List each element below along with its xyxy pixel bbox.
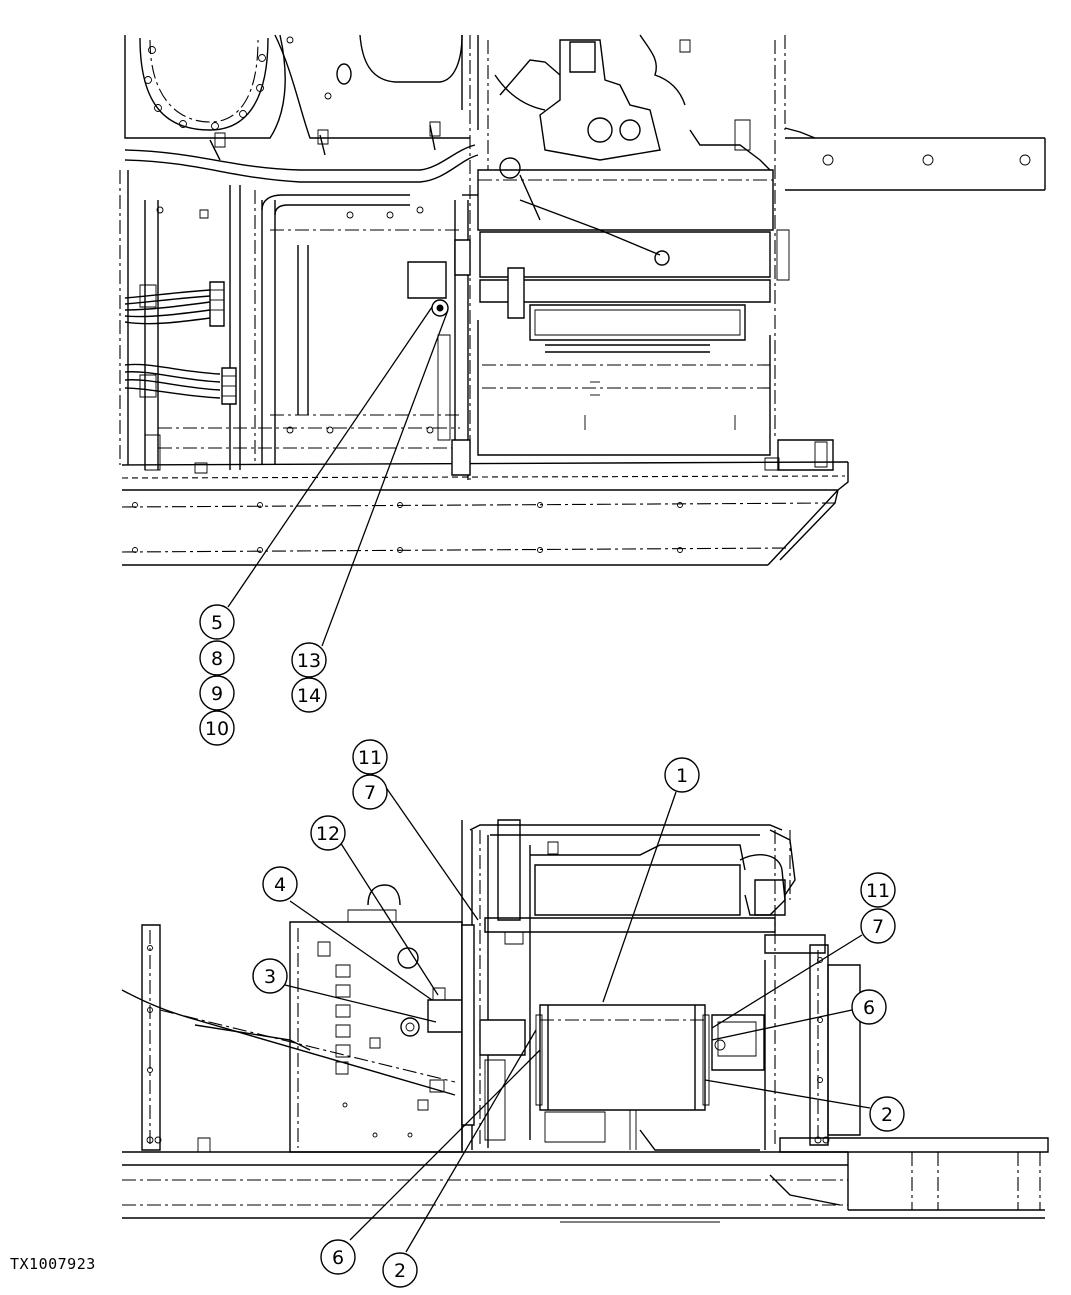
bottom-control-panel	[290, 885, 462, 1152]
callout-5: 5	[200, 605, 234, 639]
callout-11-left: 11	[353, 740, 387, 774]
top-turbo-cluster	[495, 35, 770, 170]
callout-14: 14	[292, 678, 326, 712]
top-center-bracket	[408, 195, 478, 480]
bottom-right-mount	[712, 935, 860, 1150]
svg-text:8: 8	[211, 648, 223, 670]
svg-text:11: 11	[358, 747, 382, 769]
svg-text:7: 7	[364, 782, 376, 804]
callout-12: 12	[311, 816, 345, 850]
top-leaders	[228, 307, 448, 646]
top-hose-run	[125, 122, 478, 182]
callout-8: 8	[200, 641, 234, 675]
svg-text:7: 7	[872, 916, 884, 938]
bottom-center-frame	[462, 820, 782, 1150]
bottom-leaders	[285, 786, 870, 1252]
svg-text:10: 10	[205, 718, 229, 740]
svg-text:14: 14	[297, 685, 321, 707]
callout-3: 3	[253, 959, 287, 993]
bottom-base-rail	[122, 1138, 1048, 1222]
svg-text:13: 13	[297, 650, 321, 672]
svg-text:2: 2	[881, 1104, 893, 1126]
svg-text:1: 1	[676, 765, 688, 787]
callout-13: 13	[292, 643, 326, 677]
svg-text:11: 11	[866, 880, 890, 902]
bottom-view-assembly	[122, 820, 1048, 1222]
svg-text:9: 9	[211, 683, 223, 705]
figure-id-label: TX1007923	[10, 1255, 96, 1273]
top-engine-components	[478, 35, 785, 455]
top-view-assembly	[120, 35, 1045, 565]
svg-text:2: 2	[394, 1260, 406, 1282]
callout-7-right: 7	[861, 909, 895, 943]
callout-7-left: 7	[353, 775, 387, 809]
svg-text:6: 6	[863, 997, 875, 1019]
callout-9: 9	[200, 676, 234, 710]
callout-10: 10	[200, 711, 234, 745]
svg-text:6: 6	[332, 1247, 344, 1269]
bottom-left-upright	[122, 925, 455, 1152]
top-right-arm	[765, 128, 1045, 470]
callout-2-bottom: 2	[383, 1253, 417, 1287]
callout-4: 4	[263, 867, 297, 901]
top-base-rail	[122, 462, 848, 565]
top-flywheel-housing	[125, 35, 478, 480]
bottom-cylinder-component	[536, 1005, 760, 1150]
svg-text:12: 12	[316, 823, 340, 845]
svg-text:3: 3	[264, 966, 276, 988]
callout-2-right: 2	[870, 1097, 904, 1131]
callout-11-right: 11	[861, 873, 895, 907]
callout-6-bottom: 6	[321, 1240, 355, 1274]
top-left-frame	[120, 170, 460, 473]
top-wiring-harness	[125, 282, 236, 404]
callout-6-right: 6	[852, 990, 886, 1024]
svg-text:5: 5	[211, 612, 223, 634]
callout-1: 1	[665, 758, 699, 792]
svg-text:4: 4	[274, 874, 286, 896]
